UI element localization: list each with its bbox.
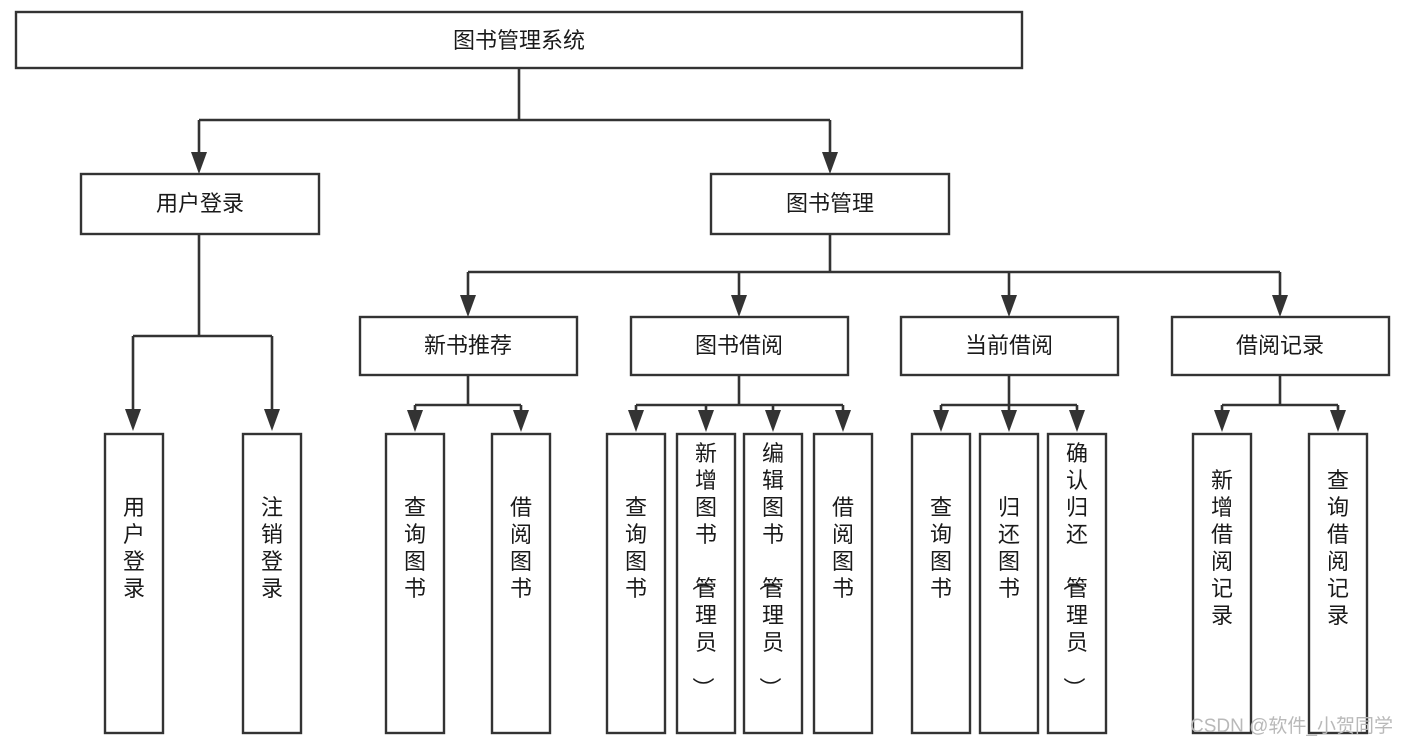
node-new-book-recommend-label: 新书推荐 bbox=[424, 333, 512, 358]
arrow-head-leaf-confirm-return bbox=[1069, 410, 1085, 432]
arrow-head-userlogin bbox=[191, 152, 207, 174]
node-leaf-query-record-label: 查询借阅记录 bbox=[1327, 468, 1349, 628]
node-user-login-box[interactable] bbox=[79, 172, 321, 236]
connector-layer bbox=[125, 68, 1346, 432]
node-borrow-record[interactable]: 借阅记录 bbox=[1170, 315, 1391, 377]
node-leaf-borrow-book-1[interactable]: 借阅图书 bbox=[490, 432, 552, 735]
node-leaf-logout-login-box[interactable] bbox=[241, 432, 303, 735]
arrow-head-leaf-query-book-2 bbox=[628, 410, 644, 432]
node-leaf-user-login-box[interactable] bbox=[103, 432, 165, 735]
node-leaf-query-book-1-label: 查询图书 bbox=[404, 495, 426, 601]
arrow-head-leaf-query-record bbox=[1330, 410, 1346, 432]
node-leaf-edit-book-label: 编辑图书（管理员） bbox=[757, 441, 784, 699]
arrow-head-new-book-recommend bbox=[460, 295, 476, 317]
node-leaf-borrow-book-2-label: 借阅图书 bbox=[832, 495, 854, 601]
node-new-book-recommend[interactable]: 新书推荐 bbox=[358, 315, 579, 377]
arrow-head-leaf-user-login bbox=[125, 409, 141, 431]
node-leaf-add-record-box[interactable] bbox=[1191, 432, 1253, 735]
node-book-management-box[interactable] bbox=[709, 172, 951, 236]
node-root[interactable]: 图书管理系统 bbox=[14, 10, 1024, 70]
node-root-box[interactable] bbox=[14, 10, 1024, 70]
node-user-login[interactable]: 用户登录 bbox=[79, 172, 321, 236]
node-borrow-record-box[interactable] bbox=[1170, 315, 1391, 377]
node-leaf-edit-book[interactable]: 编辑图书（管理员） bbox=[742, 432, 804, 735]
arrow-head-book-borrow bbox=[731, 295, 747, 317]
node-book-borrow-box[interactable] bbox=[629, 315, 850, 377]
arrow-head-leaf-borrow-book-1 bbox=[513, 410, 529, 432]
node-leaf-user-login[interactable]: 用户登录 bbox=[103, 432, 165, 735]
node-leaf-add-book-label: 新增图书（管理员） bbox=[690, 441, 717, 699]
node-leaf-return-book[interactable]: 归还图书 bbox=[978, 432, 1040, 735]
node-user-login-label: 用户登录 bbox=[156, 191, 244, 216]
node-leaf-logout-login-label: 注销登录 bbox=[261, 495, 283, 601]
node-borrow-record-label: 借阅记录 bbox=[1236, 333, 1324, 358]
node-leaf-add-book[interactable]: 新增图书（管理员） bbox=[675, 432, 737, 735]
node-current-borrow-box[interactable] bbox=[899, 315, 1120, 377]
arrow-head-leaf-add-book bbox=[698, 410, 714, 432]
csdn-watermark: CSDN @软件_小贺同学 bbox=[1190, 715, 1393, 737]
node-book-borrow-label: 图书借阅 bbox=[695, 333, 783, 358]
node-leaf-borrow-book-2[interactable]: 借阅图书 bbox=[812, 432, 874, 735]
node-leaf-query-book-1[interactable]: 查询图书 bbox=[384, 432, 446, 735]
arrow-head-leaf-query-book-1 bbox=[407, 410, 423, 432]
arrow-head-leaf-borrow-book-2 bbox=[835, 410, 851, 432]
node-leaf-borrow-book-1-label: 借阅图书 bbox=[510, 495, 532, 601]
node-leaf-query-book-2-box[interactable] bbox=[605, 432, 667, 735]
node-leaf-return-book-label: 归还图书 bbox=[998, 495, 1020, 601]
node-book-management[interactable]: 图书管理 bbox=[709, 172, 951, 236]
node-current-borrow[interactable]: 当前借阅 bbox=[899, 315, 1120, 377]
node-leaf-confirm-return-label: 确认归还（管理员） bbox=[1061, 441, 1088, 699]
node-leaf-query-record-box[interactable] bbox=[1307, 432, 1369, 735]
node-leaf-query-book-2-label: 查询图书 bbox=[625, 495, 647, 601]
node-leaf-logout-login[interactable]: 注销登录 bbox=[241, 432, 303, 735]
arrow-head-leaf-return-book bbox=[1001, 410, 1017, 432]
node-leaf-query-book-2[interactable]: 查询图书 bbox=[605, 432, 667, 735]
node-leaf-query-book-3-box[interactable] bbox=[910, 432, 972, 735]
node-leaf-borrow-book-2-box[interactable] bbox=[812, 432, 874, 735]
arrow-head-bookmgmt bbox=[822, 152, 838, 174]
arrow-head-borrow-record bbox=[1272, 295, 1288, 317]
node-leaf-confirm-return[interactable]: 确认归还（管理员） bbox=[1046, 432, 1108, 735]
node-leaf-add-record-label: 新增借阅记录 bbox=[1211, 468, 1233, 628]
node-leaf-query-book-1-box[interactable] bbox=[384, 432, 446, 735]
node-leaf-edit-book-box[interactable] bbox=[742, 432, 804, 735]
node-leaf-confirm-return-box[interactable] bbox=[1046, 432, 1108, 735]
node-leaf-add-record[interactable]: 新增借阅记录 bbox=[1191, 432, 1253, 735]
node-leaf-user-login-label: 用户登录 bbox=[123, 495, 145, 601]
node-leaf-query-book-3[interactable]: 查询图书 bbox=[910, 432, 972, 735]
arrow-head-leaf-query-book-3 bbox=[933, 410, 949, 432]
node-root-label: 图书管理系统 bbox=[453, 28, 585, 53]
node-leaf-query-record[interactable]: 查询借阅记录 bbox=[1307, 432, 1369, 735]
node-current-borrow-label: 当前借阅 bbox=[965, 333, 1053, 358]
arrow-head-leaf-edit-book bbox=[765, 410, 781, 432]
node-leaf-query-book-3-label: 查询图书 bbox=[930, 495, 952, 601]
node-book-management-label: 图书管理 bbox=[786, 191, 874, 216]
node-leaf-add-book-box[interactable] bbox=[675, 432, 737, 735]
node-leaf-return-book-box[interactable] bbox=[978, 432, 1040, 735]
node-new-book-recommend-box[interactable] bbox=[358, 315, 579, 377]
arrow-head-leaf-add-record bbox=[1214, 410, 1230, 432]
arrow-head-leaf-logout-login bbox=[264, 409, 280, 431]
node-book-borrow[interactable]: 图书借阅 bbox=[629, 315, 850, 377]
arrow-head-current-borrow bbox=[1001, 295, 1017, 317]
node-leaf-borrow-book-1-box[interactable] bbox=[490, 432, 552, 735]
